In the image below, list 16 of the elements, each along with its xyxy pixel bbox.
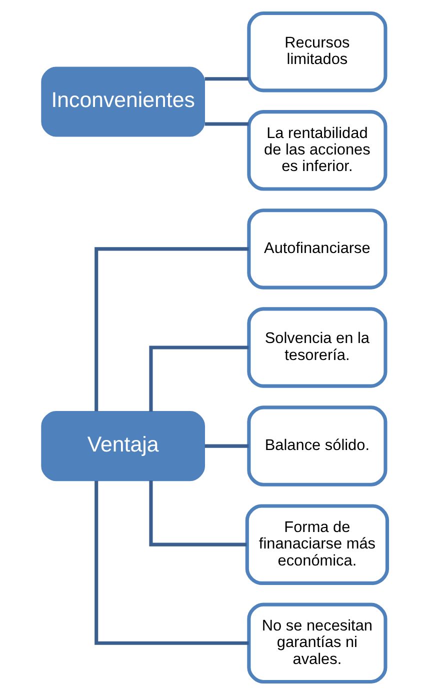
connector [204, 122, 249, 126]
connector [149, 480, 247, 546]
node-box: La rentabilidad de las acciones es inferior. [247, 110, 388, 191]
node-box: Solvencia en la tesorería. [247, 307, 388, 388]
node-box: Autofinanciarse [247, 208, 388, 290]
node-box: Ventaja [41, 411, 205, 482]
connector [204, 444, 249, 448]
node-box: Forma de finanaciarse más económica. [245, 504, 390, 585]
node-box: No se necesitan garantías ni avales. [247, 602, 388, 684]
connector [204, 77, 249, 81]
connector [94, 480, 249, 645]
node-box: Recursos limitados [247, 12, 388, 92]
connector [94, 247, 249, 412]
connector [149, 346, 249, 412]
node-box: Inconvenientes [41, 66, 205, 137]
node-box: Balance sólido. [247, 406, 388, 486]
